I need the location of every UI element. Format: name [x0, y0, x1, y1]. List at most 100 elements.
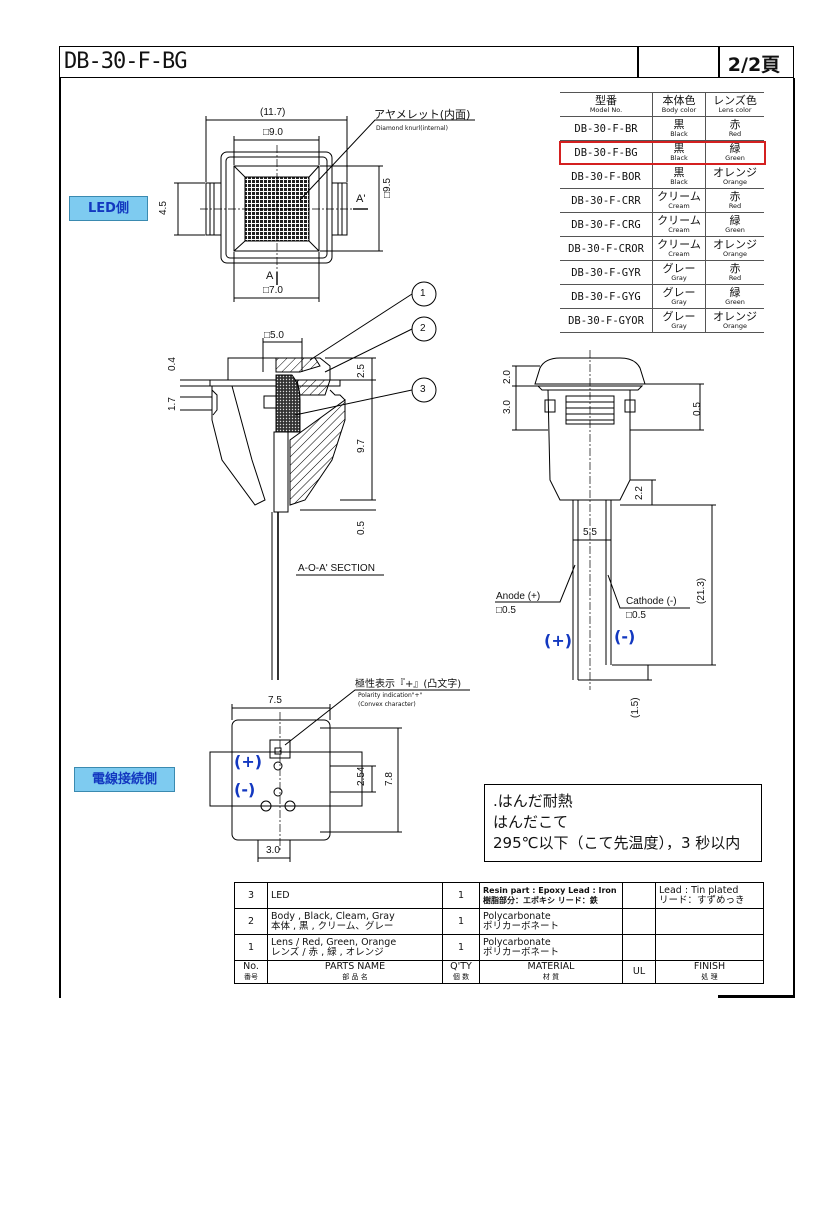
model-cell-model: DB-30-F-CRR: [560, 188, 653, 213]
selected-model-highlight: [559, 141, 766, 165]
parts-cell: LED: [267, 882, 443, 909]
model-cell-model: DB-30-F-BOR: [560, 164, 653, 189]
parts-cell: [622, 882, 656, 909]
parts-cell: 1: [442, 908, 480, 935]
dim-1-7: 1.7: [167, 397, 178, 411]
note-line-2: はんだこて: [493, 813, 569, 831]
bottom-minus-marker: (-): [234, 780, 256, 799]
model-cell-model: DB-30-F-CROR: [560, 236, 653, 261]
model-cell-model: DB-30-F-GYOR: [560, 308, 653, 333]
anode-size: □0.5: [496, 605, 516, 616]
title-divider: [718, 46, 720, 78]
polarity-label-en2: (Convex character): [358, 701, 416, 708]
dim-2-54: 2.54: [356, 766, 367, 786]
parts-cell: 1: [234, 934, 268, 961]
model-cell-model: DB-30-F-CRG: [560, 212, 653, 237]
plus-marker: (+): [544, 631, 573, 650]
dim-5-5: 5.5: [583, 527, 597, 538]
section-mark-a2: A': [356, 193, 366, 205]
model-cell-model: DB-30-F-BR: [560, 116, 653, 141]
minus-marker: (-): [614, 627, 636, 646]
page-number: 2/2頁: [727, 54, 781, 76]
dim-7-5: 7.5: [268, 695, 282, 706]
parts-cell: 3: [234, 882, 268, 909]
solder-note: .はんだ耐熱 はんだこて 295℃以下（こて先温度），3 秒以内: [484, 784, 762, 862]
dim-height: □9.5: [382, 178, 393, 198]
polarity-label: 極性表示『+』(凸文字): [355, 679, 462, 690]
bottom-view: [209, 689, 470, 862]
drawing-title: DB-30-F-BG: [64, 49, 187, 74]
parts-cell: [622, 934, 656, 961]
dim-2-5: 2.5: [356, 364, 367, 378]
parts-cell: 1: [442, 934, 480, 961]
dim-overall-width: (11.7): [260, 107, 286, 118]
section-caption: A-O-A' SECTION: [298, 563, 375, 574]
cathode-label: Cathode (-): [626, 596, 677, 607]
parts-cell: 1: [442, 882, 480, 909]
parts-cell: 2: [234, 908, 268, 935]
dim-bottom-3-0: 3.0: [266, 845, 280, 856]
model-cell-model: DB-30-F-GYR: [560, 260, 653, 285]
frame-bottom-mark: [718, 995, 794, 998]
front-view: [174, 116, 475, 302]
note-line-3: 295℃以下（こて先温度），3 秒以内: [493, 834, 741, 852]
dim-2-0: 2.0: [502, 370, 513, 384]
parts-cell: [655, 908, 764, 935]
dim-ear-left: 4.5: [158, 201, 169, 215]
dim-inner-square: □9.0: [263, 127, 283, 138]
dim-0-5: 0.5: [356, 521, 367, 535]
section-mark-a: A: [266, 270, 274, 282]
balloon-1: 1: [420, 288, 426, 299]
section-view: [180, 281, 437, 680]
dim-side-0-5: 0.5: [692, 402, 703, 416]
model-cell-model: DB-30-F-GYG: [560, 284, 653, 309]
balloon-2: 2: [420, 323, 426, 334]
bottom-plus-marker: (+): [234, 752, 263, 771]
dim-9-7: 9.7: [356, 439, 367, 453]
dim-1-5: (1.5): [630, 697, 641, 718]
polarity-label-en: Polarity indication"+": [358, 692, 423, 699]
frame-right: [793, 78, 795, 998]
terminal-side-label: 電線接続側: [74, 767, 175, 792]
dim-2-2: 2.2: [634, 486, 645, 500]
dim-21-3: (21.3): [696, 577, 707, 604]
frame-left: [59, 78, 61, 998]
balloon-3: 3: [420, 384, 426, 395]
side-view: [495, 350, 716, 690]
title-block: [59, 46, 794, 78]
parts-cell: [622, 908, 656, 935]
dim-lens-square: □5.0: [264, 330, 284, 341]
dim-7-8: 7.8: [384, 772, 395, 786]
